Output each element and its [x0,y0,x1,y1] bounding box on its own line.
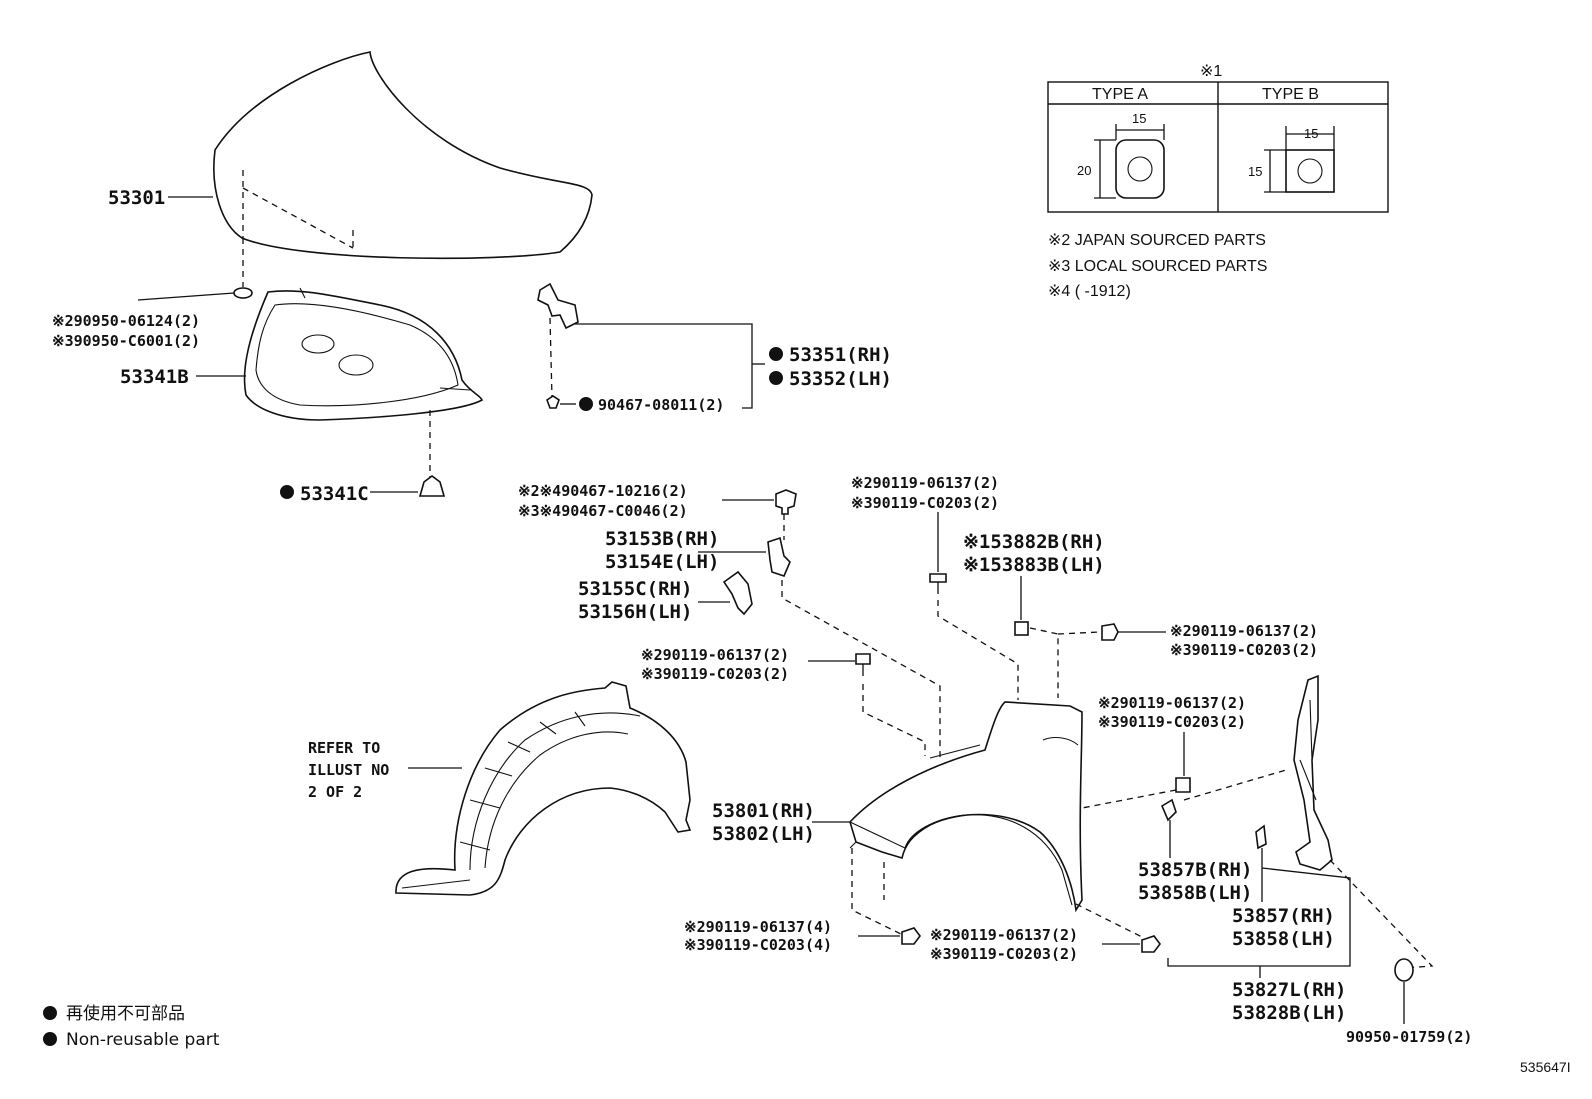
refer-line-2: ILLUST NO [308,761,389,779]
label-seal-lh: 53858(LH) [1232,928,1335,950]
refer-line-3: 2 OF 2 [308,783,362,801]
dash-bolt-low2 [1075,903,1145,939]
grommet-icon [1394,958,1414,982]
bolt-right-icon [1101,623,1119,641]
label-bolt-low-local: ※390119-C0203(4) [684,936,832,954]
legend-jp-text: 再使用不可部品 [66,1003,185,1024]
dash-bolt-rear [1081,789,1177,809]
dash-bracket-fender [781,580,941,760]
dash-cushion [1029,627,1059,698]
label-fender-rh: 53801(RH) [712,800,815,822]
bolt-top-icon [929,573,947,583]
front-fender-panel [849,701,1083,913]
legend-jp-mark [43,1006,57,1020]
label-bolt-right-local: ※390119-C0203(2) [1170,641,1318,659]
label-bolt-rear-local: ※390119-C0203(2) [1098,713,1246,731]
label-support-clip: 90467-08011(2) [598,396,724,414]
label-liner-rh: 53827L(RH) [1232,979,1346,1001]
label-hood: 53301 [108,187,165,209]
label-insulator-clip: 53341C [300,483,369,505]
non-reusable-mark [769,371,783,385]
label-cushion-lh: ※153883B(LH) [963,554,1105,576]
label-insulator: 53341B [120,366,189,388]
label-bolt-low2-local: ※390119-C0203(2) [930,945,1078,963]
label-seal-rh: 53857(RH) [1232,905,1335,927]
dim-a-width: 15 [1132,111,1146,126]
bolt-low-icon [901,927,921,945]
dash-seal-b [1183,769,1287,801]
label-seal-b-lh: 53858B(LH) [1138,882,1252,904]
note-local-sourced: ※3 LOCAL SOURCED PARTS [1048,258,1267,275]
label-brace-lh: 53156H(LH) [578,601,692,623]
label-cushion-rh: ※153882B(RH) [963,531,1105,553]
label-seal-b-rh: 53857B(RH) [1138,859,1252,881]
label-top-clip-jp: ※2※490467-10216(2) [518,482,688,500]
non-reusable-mark [280,485,294,499]
note-japan-sourced: ※2 JAPAN SOURCED PARTS [1048,232,1266,249]
bolt-low2-icon [1141,935,1161,953]
note-date-range: ※4 ( -1912) [1048,283,1131,300]
support-clip-icon [546,395,560,409]
label-bolt-rear-jp: ※290119-06137(2) [1098,694,1246,712]
hood-panel [213,51,593,287]
dim-b-width: 15 [1304,126,1318,141]
dim-b-height: 15 [1248,164,1262,179]
plug-icon [233,287,253,299]
table-marker: ※1 [1200,63,1222,80]
dash-grommet [1329,859,1434,969]
label-bracket-lh: 53154E(LH) [605,551,719,573]
fender-liner-illustration [395,681,692,896]
dim-a-height: 20 [1077,163,1091,178]
bolt-rear-icon [1175,777,1191,793]
dash-support [549,317,553,399]
type-a-header: TYPE A [1092,86,1148,103]
fender-brace-icon [722,570,753,616]
fender-bracket-icon [767,536,791,577]
label-bolt-top-local: ※390119-C0203(2) [851,494,999,512]
label-bolt-top-jp: ※290119-06137(2) [851,474,999,492]
hood-insulator [243,287,484,421]
type-b-header: TYPE B [1262,86,1319,103]
seal-b-icon [1160,798,1177,822]
cushion-icon [1014,621,1029,636]
label-liner-lh: 53828B(LH) [1232,1002,1346,1024]
leader-side-seal [1167,867,1351,967]
label-support-lh: 53352(LH) [789,368,892,390]
label-bolt-mid-local: ※390119-C0203(2) [641,665,789,683]
dash-bolt-mid [862,684,926,756]
label-grommet: 90950-01759(2) [1346,1028,1472,1046]
label-bolt-low-jp: ※290119-06137(4) [684,918,832,936]
bolt-mid-icon [855,653,871,665]
leader-plug [137,292,235,301]
hood-support-bracket [537,282,579,330]
label-bolt-mid-jp: ※290119-06137(2) [641,646,789,664]
label-plug-local: ※390950-C6001(2) [52,332,200,350]
top-clip-icon [775,489,797,515]
refer-line-1: REFER TO [308,739,380,757]
type-table: ※1 TYPE A TYPE B 15 20 15 15 [1047,63,1389,213]
label-plug-jp: ※290950-06124(2) [52,312,200,330]
insulator-clip-icon [418,475,446,497]
dash-bolt-right [1057,631,1101,635]
label-bolt-right-jp: ※290119-06137(2) [1170,622,1318,640]
label-support-rh: 53351(RH) [789,344,892,366]
non-reusable-mark [769,347,783,361]
label-top-clip-local: ※3※490467-C0046(2) [518,502,688,520]
legend-en-mark [43,1032,57,1046]
label-brace-rh: 53155C(RH) [578,578,692,600]
illustration-number: 535647I [1520,1059,1571,1075]
dash-bolt-low [851,848,906,937]
label-bracket-rh: 53153B(RH) [605,528,719,550]
label-fender-lh: 53802(LH) [712,823,815,845]
leader-support [575,323,753,409]
legend-en-text: Non-reusable part [66,1030,220,1050]
non-reusable-mark [579,397,593,411]
seal-icon [1255,824,1267,850]
label-bolt-low2-jp: ※290119-06137(2) [930,926,1078,944]
fender-side-seal [1293,674,1333,871]
dash-bolt-top [937,600,1019,700]
